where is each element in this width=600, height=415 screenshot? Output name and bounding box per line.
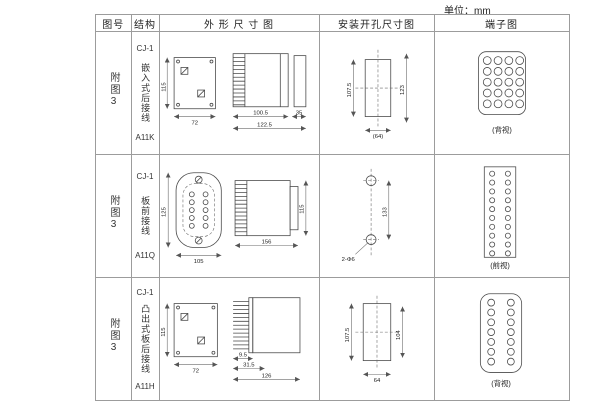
side-view bbox=[234, 180, 299, 237]
dim-height-label: 125 bbox=[162, 206, 168, 217]
install-cell: 107.5 123 (64) bbox=[318, 31, 435, 155]
outline-cell: 125 105 156 115 bbox=[158, 154, 320, 278]
terminal-pins bbox=[188, 191, 209, 229]
col-header-terminal: 端子图 bbox=[433, 14, 570, 32]
figure-number: 附图3 bbox=[108, 195, 119, 232]
structure-label: 凸出式板后接线 bbox=[140, 304, 151, 374]
dim-v1-label: 133 bbox=[382, 206, 388, 217]
outline-cell: 115 72 100.5 35 122.5 bbox=[158, 31, 320, 155]
col-header-install: 安装开孔尺寸图 bbox=[318, 14, 435, 32]
col-header-outline: 外 形 尺 寸 图 bbox=[158, 14, 320, 32]
dimension-lines: 115 72 9.5 31.5 126 bbox=[161, 303, 300, 382]
view-label: (背视) bbox=[491, 379, 511, 388]
unit-label: 单位：mm bbox=[444, 6, 491, 17]
structure-cell: CJ-1 凸出式板后接线 A11H bbox=[130, 277, 160, 401]
figure-number-cell: 附图3 bbox=[95, 154, 132, 278]
terminal-cell: (背视) bbox=[433, 31, 570, 155]
model-label: CJ-1 bbox=[136, 44, 154, 53]
dim-v1-label: 107.5 bbox=[345, 327, 351, 342]
model-label: CJ-1 bbox=[136, 172, 154, 181]
terminal-block bbox=[477, 51, 526, 116]
terminal-cell: (前视) bbox=[433, 154, 570, 278]
header-row: 图号 结构 外 形 尺 寸 图 安装开孔尺寸图 端子图 bbox=[95, 14, 570, 32]
code-label: A11H bbox=[135, 381, 155, 391]
figure-number: 附图3 bbox=[108, 72, 119, 109]
dim-c-label: 35 bbox=[296, 111, 303, 117]
dim-a-label: 156 bbox=[262, 240, 273, 246]
dim-v1-label: 107.5 bbox=[347, 82, 353, 97]
dim-b-label: 31.5 bbox=[243, 363, 255, 369]
front-panel-view bbox=[173, 57, 216, 110]
dim-height-label: 115 bbox=[161, 327, 167, 337]
dim-h1-label: (64) bbox=[373, 134, 383, 140]
structure-stack: CJ-1 板前接线 A11Q bbox=[132, 155, 159, 277]
structure-label: 嵌入式后接线 bbox=[140, 63, 151, 123]
dimension-lines: 133 2-Φ6 bbox=[342, 180, 392, 263]
terminal-holes bbox=[487, 298, 515, 366]
side-view bbox=[233, 297, 301, 354]
dim-h1-label: 64 bbox=[374, 378, 381, 384]
view-label: (前视) bbox=[490, 261, 510, 270]
outline-cell: 115 72 9.5 31.5 126 bbox=[158, 277, 320, 401]
drill-holes bbox=[363, 175, 379, 245]
dim-width-label: 105 bbox=[194, 259, 205, 265]
structure-stack: CJ-1 嵌入式后接线 A11K bbox=[132, 32, 159, 154]
front-flange-view bbox=[175, 172, 222, 248]
structure-cell: CJ-1 板前接线 A11Q bbox=[130, 154, 160, 278]
side-view bbox=[232, 53, 307, 108]
dim-v2-label: 123 bbox=[400, 84, 406, 95]
table-row-a11q: 附图3 CJ-1 板前接线 A11Q bbox=[95, 154, 570, 278]
col-header-structure: 结构 bbox=[130, 14, 160, 32]
dim-width-label: 72 bbox=[191, 120, 198, 126]
spec-table: 图号 结构 外 形 尺 寸 图 安装开孔尺寸图 端子图 附图3 CJ-1 嵌入式… bbox=[95, 14, 570, 401]
dim-b-label: 122.5 bbox=[257, 122, 272, 128]
outline-drawing-a11h: 115 72 9.5 31.5 126 bbox=[161, 297, 301, 382]
install-cell: 107.5 104 64 bbox=[318, 277, 435, 401]
dim-a-label: 100.5 bbox=[253, 111, 268, 117]
figure-number-cell: 附图3 bbox=[95, 31, 132, 155]
terminal-holes bbox=[482, 56, 525, 109]
dim-width-label: 72 bbox=[192, 368, 199, 374]
code-label: A11K bbox=[135, 133, 155, 142]
code-label: A11Q bbox=[135, 251, 155, 260]
install-drawing-a11q: 133 2-Φ6 bbox=[342, 168, 392, 263]
terminal-cell: (背视) bbox=[433, 277, 570, 401]
install-drawing-a11h: 107.5 104 64 bbox=[345, 295, 405, 384]
dim-a-label: 9.5 bbox=[239, 353, 248, 359]
structure-stack: CJ-1 凸出式板后接线 A11H bbox=[132, 278, 159, 400]
figure-number-cell: 附图3 bbox=[95, 277, 132, 401]
terminal-drawing-a11k: (背视) bbox=[477, 51, 526, 134]
outline-drawing-a11q: 125 105 156 115 bbox=[162, 172, 309, 265]
terminal-drawing-a11h: (背视) bbox=[479, 293, 523, 388]
outline-drawing-a11k: 115 72 100.5 35 122.5 bbox=[161, 53, 307, 131]
view-label: (背视) bbox=[492, 125, 512, 134]
structure-label: 板前接线 bbox=[140, 196, 151, 236]
terminal-holes bbox=[489, 170, 511, 257]
front-panel-view bbox=[173, 303, 218, 358]
terminal-strip bbox=[483, 166, 517, 258]
dimension-lines: 107.5 123 (64) bbox=[347, 53, 409, 140]
dimension-lines: 125 105 156 115 bbox=[162, 172, 309, 265]
table-row-a11k: 附图3 CJ-1 嵌入式后接线 A11K bbox=[95, 31, 570, 155]
dimension-lines: 115 72 100.5 35 122.5 bbox=[161, 57, 306, 131]
figure-number: 附图3 bbox=[108, 318, 119, 355]
structure-cell: CJ-1 嵌入式后接线 A11K bbox=[130, 31, 160, 155]
table-row-a11h: 附图3 CJ-1 凸出式板后接线 A11H bbox=[95, 277, 570, 401]
dim-v2-label: 104 bbox=[396, 329, 402, 340]
terminal-block bbox=[479, 293, 523, 373]
dim-b-label: 115 bbox=[299, 204, 305, 214]
model-label: CJ-1 bbox=[136, 287, 154, 297]
terminal-drawing-a11q: (前视) bbox=[483, 166, 517, 270]
install-cell: 133 2-Φ6 bbox=[318, 154, 435, 278]
hole-spec-label: 2-Φ6 bbox=[342, 257, 356, 263]
install-drawing-a11k: 107.5 123 (64) bbox=[347, 49, 409, 140]
dim-c-label: 126 bbox=[262, 373, 273, 379]
col-header-figno: 图号 bbox=[95, 14, 132, 32]
dimension-lines: 107.5 104 64 bbox=[345, 303, 405, 384]
dim-height-label: 115 bbox=[161, 82, 167, 92]
